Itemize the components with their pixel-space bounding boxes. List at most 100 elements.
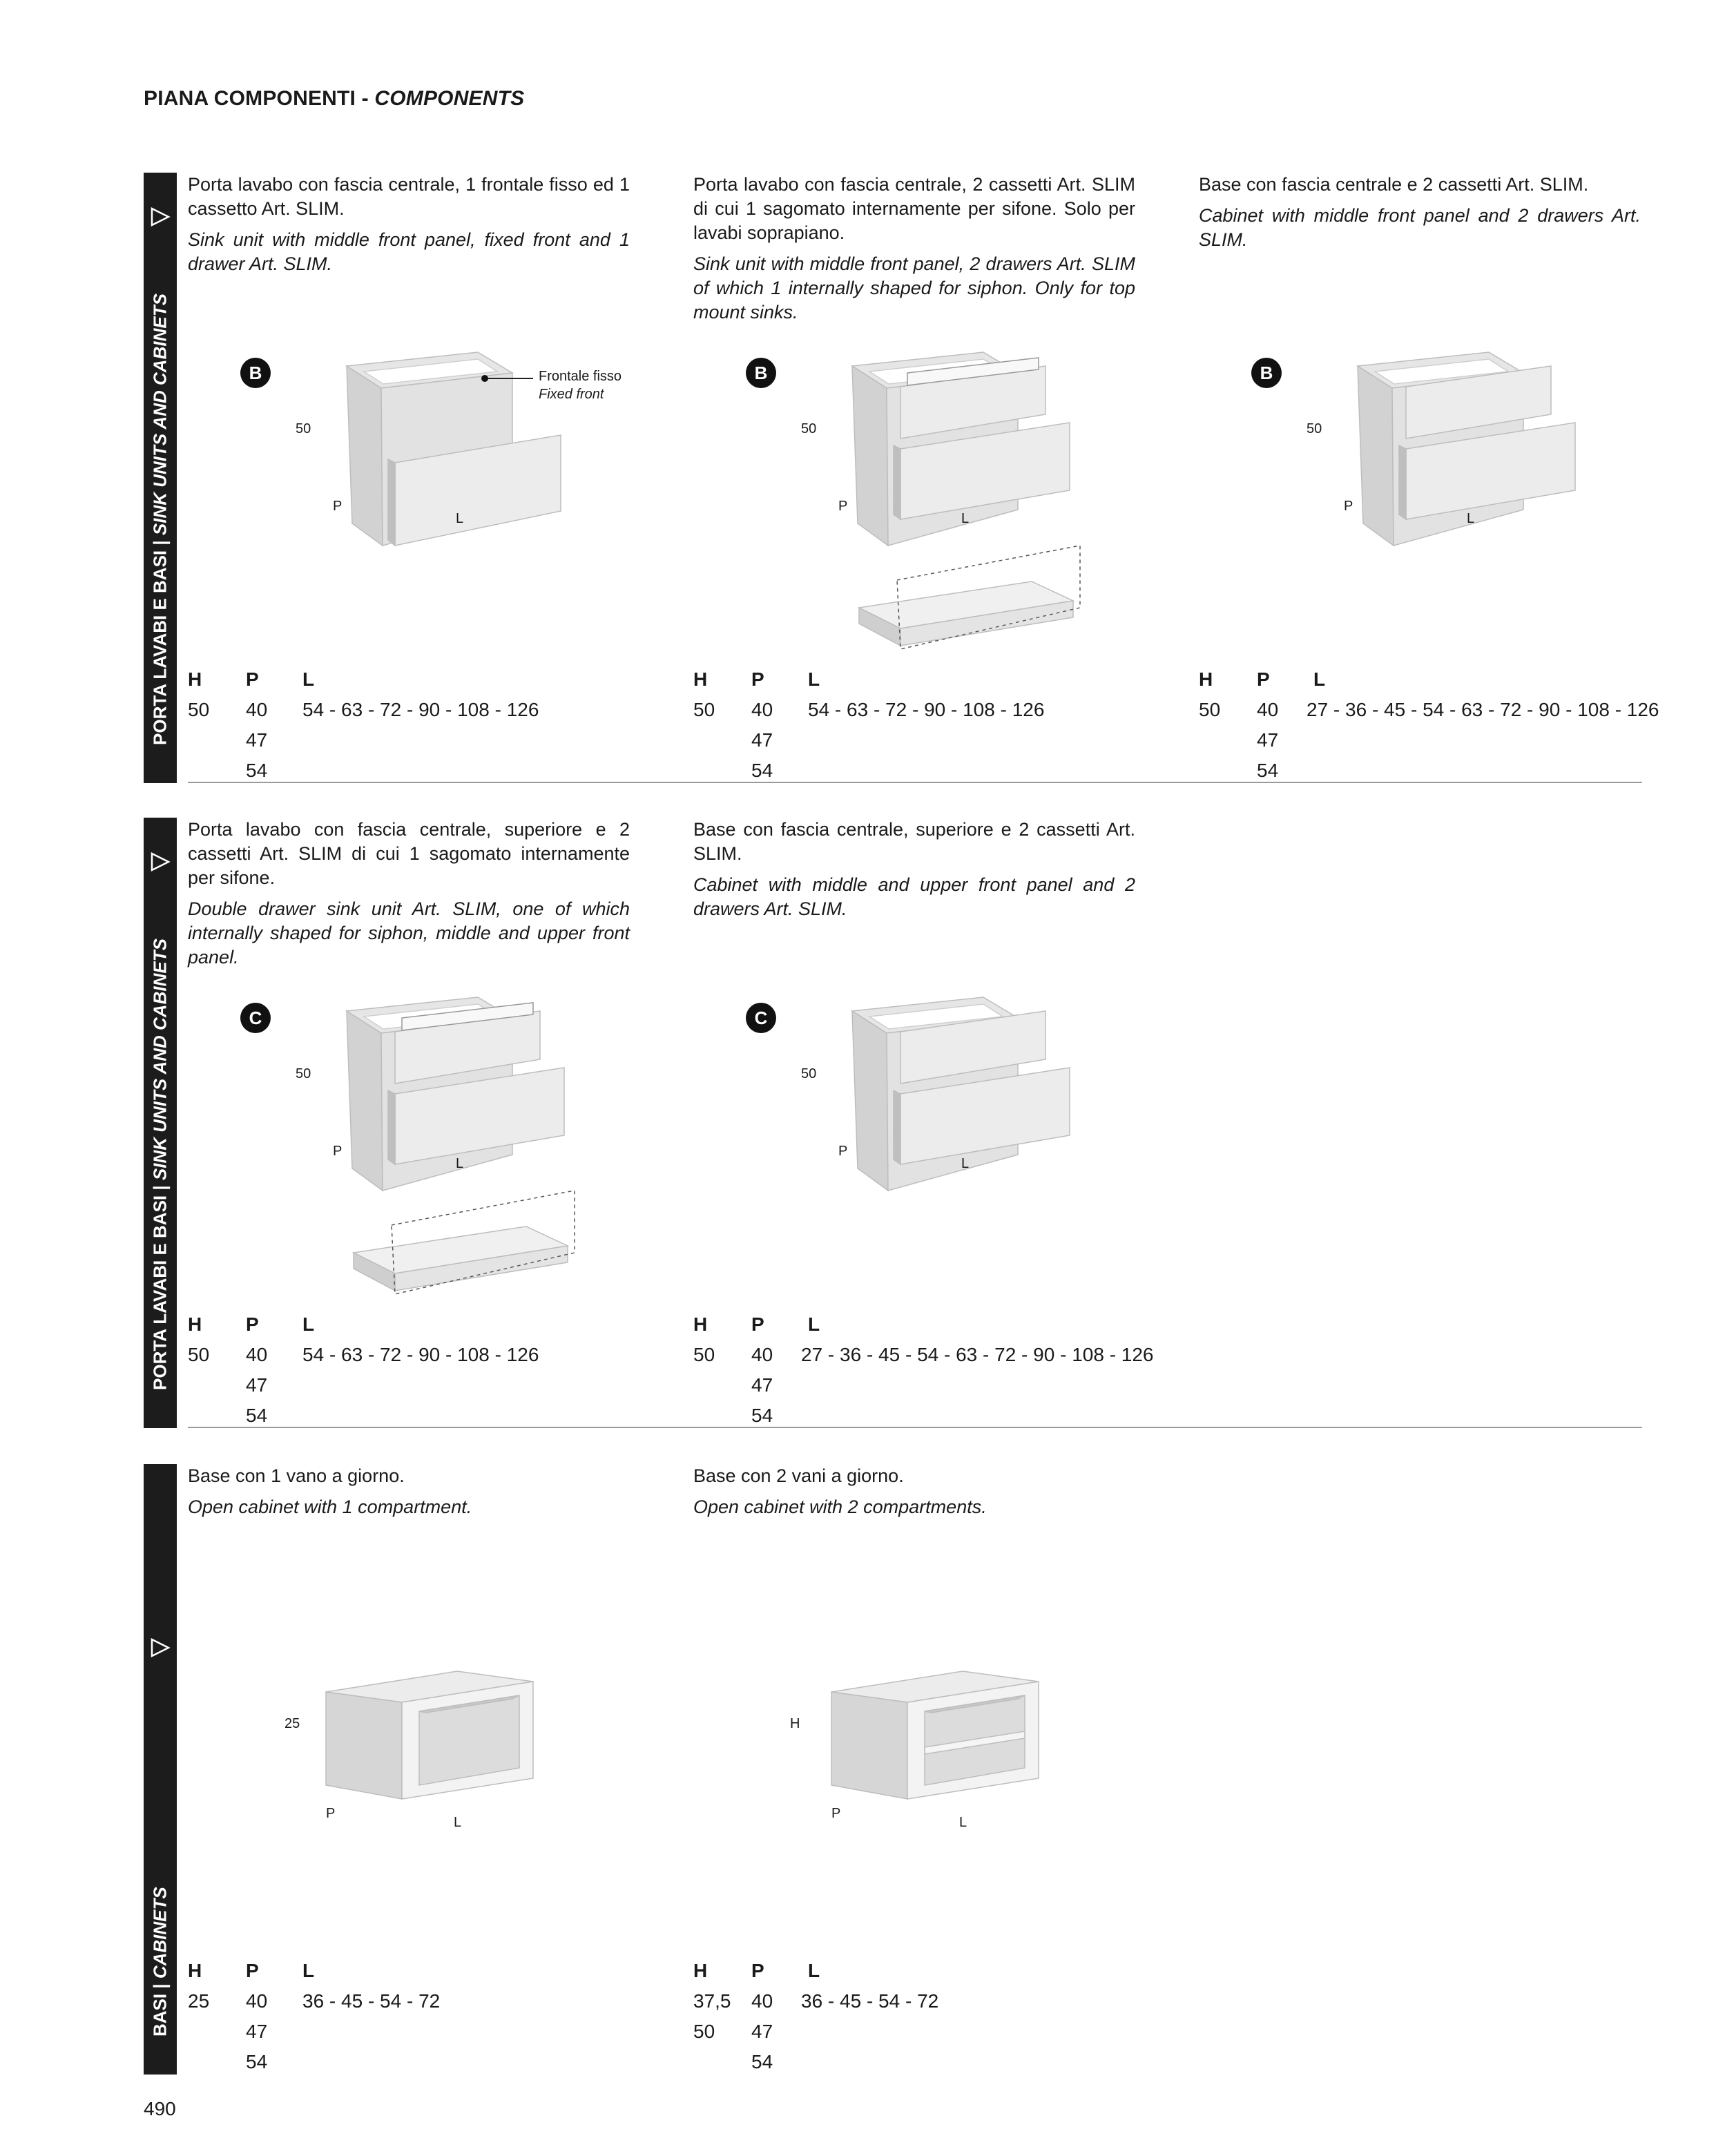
shelf xyxy=(924,1731,1025,1755)
width-values: 27 - 36 - 45 - 54 - 63 - 72 - 90 - 108 -… xyxy=(1307,699,1659,720)
table-header-p: P xyxy=(751,668,764,690)
page-title-en: COMPONENTS xyxy=(374,87,525,110)
depth-value: 54 xyxy=(246,2051,268,2072)
compartment-inner-top xyxy=(418,1695,520,1713)
cabinet-top-opening xyxy=(362,358,499,385)
drawer-side xyxy=(387,458,396,547)
width-dimension-label: L xyxy=(959,1815,967,1830)
table-header-h: H xyxy=(693,1313,708,1335)
cabinet-illustration xyxy=(345,352,561,547)
width-values: 36 - 45 - 54 - 72 xyxy=(801,1990,939,2012)
sidebar-label-en: SINK UNITS AND CABINETS xyxy=(149,939,171,1181)
cabinet-side xyxy=(851,1010,889,1192)
description-english: Sink unit with middle front panel, 2 dra… xyxy=(693,253,1135,323)
table-header-p: P xyxy=(246,1313,259,1335)
depth-value: 40 xyxy=(246,1344,268,1365)
description-english: Sink unit with middle front panel, fixed… xyxy=(188,229,630,274)
width-values: 54 - 63 - 72 - 90 - 108 - 126 xyxy=(808,699,1045,720)
upper-drawer-front xyxy=(900,1010,1046,1084)
depth-dimension-label: P xyxy=(831,1806,841,1821)
sidebar-label: PORTA LAVABI E BASI | SINK UNITS AND CAB… xyxy=(150,939,171,1390)
width-dimension-label: L xyxy=(456,1156,464,1171)
siphon-drawer-front xyxy=(900,600,1074,646)
depth-value: 54 xyxy=(751,1405,773,1426)
table-header-h: H xyxy=(188,1313,202,1335)
height-dimension-label: H xyxy=(790,1716,800,1731)
table-header-p: P xyxy=(1257,668,1270,690)
type-badge: B xyxy=(1251,358,1282,388)
cabinet-side xyxy=(325,1691,403,1800)
page-title: PIANA COMPONENTI - COMPONENTS xyxy=(144,87,524,110)
description-english: Open cabinet with 1 compartment. xyxy=(188,1496,472,1517)
cabinet-illustration xyxy=(831,1671,1039,1800)
table-header-l: L xyxy=(808,668,820,690)
description-italian: Base con fascia centrale e 2 cassetti Ar… xyxy=(1199,174,1589,195)
cabinet-illustration xyxy=(345,997,575,1295)
cabinet-top-opening xyxy=(867,1003,1005,1030)
siphon-cutout xyxy=(907,357,1039,386)
product-card: Base con 1 vano a giorno.Open cabinet wi… xyxy=(188,1464,630,2075)
depth-value: 47 xyxy=(246,2021,268,2042)
upper-drawer-front xyxy=(1405,365,1552,439)
section-divider xyxy=(188,782,1642,783)
drawer-side xyxy=(893,1089,901,1166)
description-english: Double drawer sink unit Art. SLIM, one o… xyxy=(188,898,630,968)
width-values: 27 - 36 - 45 - 54 - 63 - 72 - 90 - 108 -… xyxy=(801,1344,1154,1365)
triangle-marker-icon xyxy=(151,206,171,227)
depth-dimension-label: P xyxy=(838,1144,848,1159)
depth-value: 47 xyxy=(1257,729,1279,751)
triangle-marker-icon xyxy=(151,1637,171,1658)
sidebar-label: PORTA LAVABI E BASI | SINK UNITS AND CAB… xyxy=(150,293,171,745)
drawer-side xyxy=(1398,444,1407,521)
height-dimension-label: 50 xyxy=(801,1066,817,1081)
depth-value: 54 xyxy=(751,2051,773,2072)
width-dimension-label: L xyxy=(961,511,970,526)
section: PORTA LAVABI E BASI | SINK UNITS AND CAB… xyxy=(144,173,1659,783)
sidebar-label-en: SINK UNITS AND CABINETS xyxy=(149,293,171,536)
height-value: 25 xyxy=(188,1990,210,2012)
cabinet-side xyxy=(1357,365,1394,547)
product-card: Porta lavabo con fascia centrale, 2 cass… xyxy=(693,173,1135,783)
description-italian: Porta lavabo con fascia centrale, superi… xyxy=(188,819,630,888)
width-dimension-label: L xyxy=(454,1815,462,1830)
depth-value: 40 xyxy=(246,1990,268,2012)
type-badge: B xyxy=(746,358,776,388)
drawer-side xyxy=(893,444,901,521)
section-divider xyxy=(188,1427,1642,1428)
product-card: Base con fascia centrale, superiore e 2 … xyxy=(693,818,1154,1428)
product-figure: H P L xyxy=(693,1630,1135,1961)
depth-dimension-label: P xyxy=(838,499,848,514)
description-italian: Porta lavabo con fascia centrale, 2 cass… xyxy=(693,174,1135,243)
section-sidebar: PORTA LAVABI E BASI | SINK UNITS AND CAB… xyxy=(144,173,177,783)
page-number: 490 xyxy=(144,2098,176,2119)
sidebar-label-it: PORTA LAVABI E BASI | xyxy=(149,1180,171,1390)
cabinet-top-opening xyxy=(1373,358,1510,385)
depth-value: 40 xyxy=(751,699,773,720)
cabinet-illustration xyxy=(850,997,1070,1192)
cabinet-illustration xyxy=(850,352,1081,650)
table-header-h: H xyxy=(693,668,708,690)
width-values: 36 - 45 - 54 - 72 xyxy=(302,1990,441,2012)
depth-value: 40 xyxy=(246,699,268,720)
product-card: Base con fascia centrale e 2 cassetti Ar… xyxy=(1199,173,1659,783)
depth-value: 54 xyxy=(751,760,773,781)
cabinet-side xyxy=(346,365,383,547)
drawer-side xyxy=(387,1089,396,1166)
sidebar-label-it: BASI | xyxy=(149,1979,171,2037)
callout-text-it: Frontale fisso xyxy=(539,369,622,384)
depth-dimension-label: P xyxy=(333,499,343,514)
table-header-h: H xyxy=(693,1960,708,1981)
height-value: 50 xyxy=(1199,699,1221,720)
depth-value: 40 xyxy=(1257,699,1279,720)
product-card: Base con 2 vani a giorno.Open cabinet wi… xyxy=(693,1464,1135,2075)
height-value: 50 xyxy=(188,1344,210,1365)
width-values: 54 - 63 - 72 - 90 - 108 - 126 xyxy=(302,699,539,720)
cabinet-illustration xyxy=(325,1671,534,1800)
depth-value: 54 xyxy=(1257,760,1279,781)
depth-value: 40 xyxy=(751,1344,773,1365)
table-header-h: H xyxy=(1199,668,1213,690)
